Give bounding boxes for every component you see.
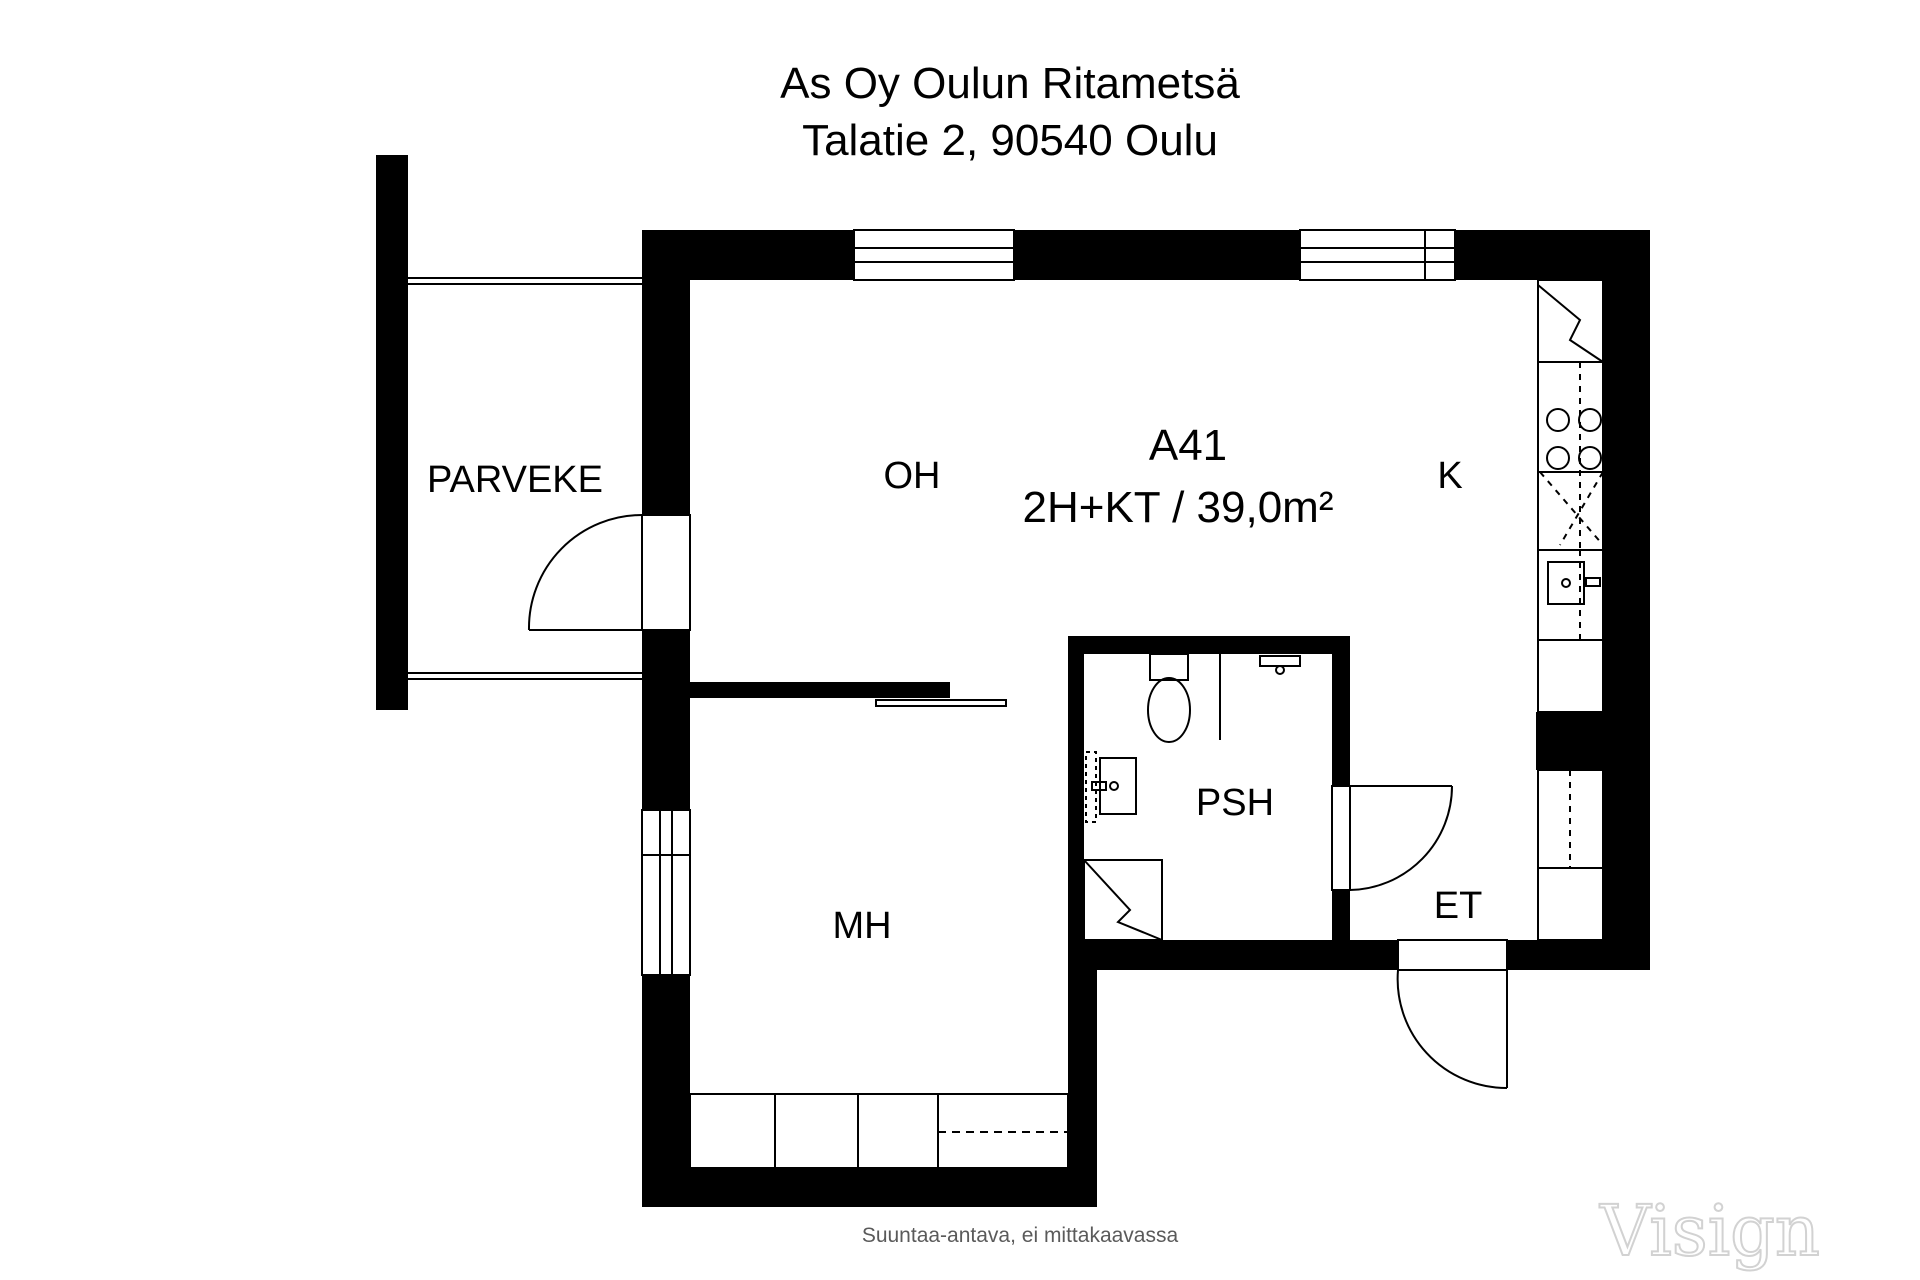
room-label-balcony: PARVEKE	[427, 459, 603, 501]
hall-closet	[1537, 769, 1604, 941]
balcony	[408, 277, 642, 680]
room-label-kitchen: K	[1437, 455, 1462, 497]
kitchen-sink-icon	[1547, 561, 1601, 605]
building-address: Talatie 2, 90540 Oulu	[802, 116, 1218, 165]
toilet-icon	[1147, 653, 1191, 743]
bathroom-door[interactable]	[1331, 785, 1453, 891]
wardrobes	[689, 1093, 1069, 1169]
entrance-door[interactable]	[1396, 939, 1508, 1090]
bathroom-cabinet	[1083, 859, 1163, 941]
kitchen-cabinets	[1537, 279, 1604, 713]
shower-icon	[1219, 654, 1301, 740]
walls	[376, 155, 1650, 1207]
balcony-door[interactable]	[527, 514, 691, 631]
apartment-id: A41	[1149, 421, 1227, 470]
watermark-logo: Visign	[1599, 1190, 1820, 1272]
apartment-summary: 2H+KT / 39,0m²	[1023, 483, 1334, 532]
windows	[641, 229, 1456, 976]
sliding-door[interactable]	[875, 699, 1007, 707]
washbasin-icon	[1085, 751, 1137, 823]
building-title: As Oy Oulun Ritametsä	[780, 59, 1240, 108]
disclaimer-note: Suuntaa-antava, ei mittakaavassa	[862, 1224, 1179, 1247]
room-label-hall: ET	[1434, 885, 1483, 927]
room-label-bathroom: PSH	[1196, 782, 1274, 824]
room-label-bedroom: MH	[832, 905, 891, 947]
stove-icon	[1546, 408, 1602, 470]
room-label-living: OH	[884, 455, 941, 497]
